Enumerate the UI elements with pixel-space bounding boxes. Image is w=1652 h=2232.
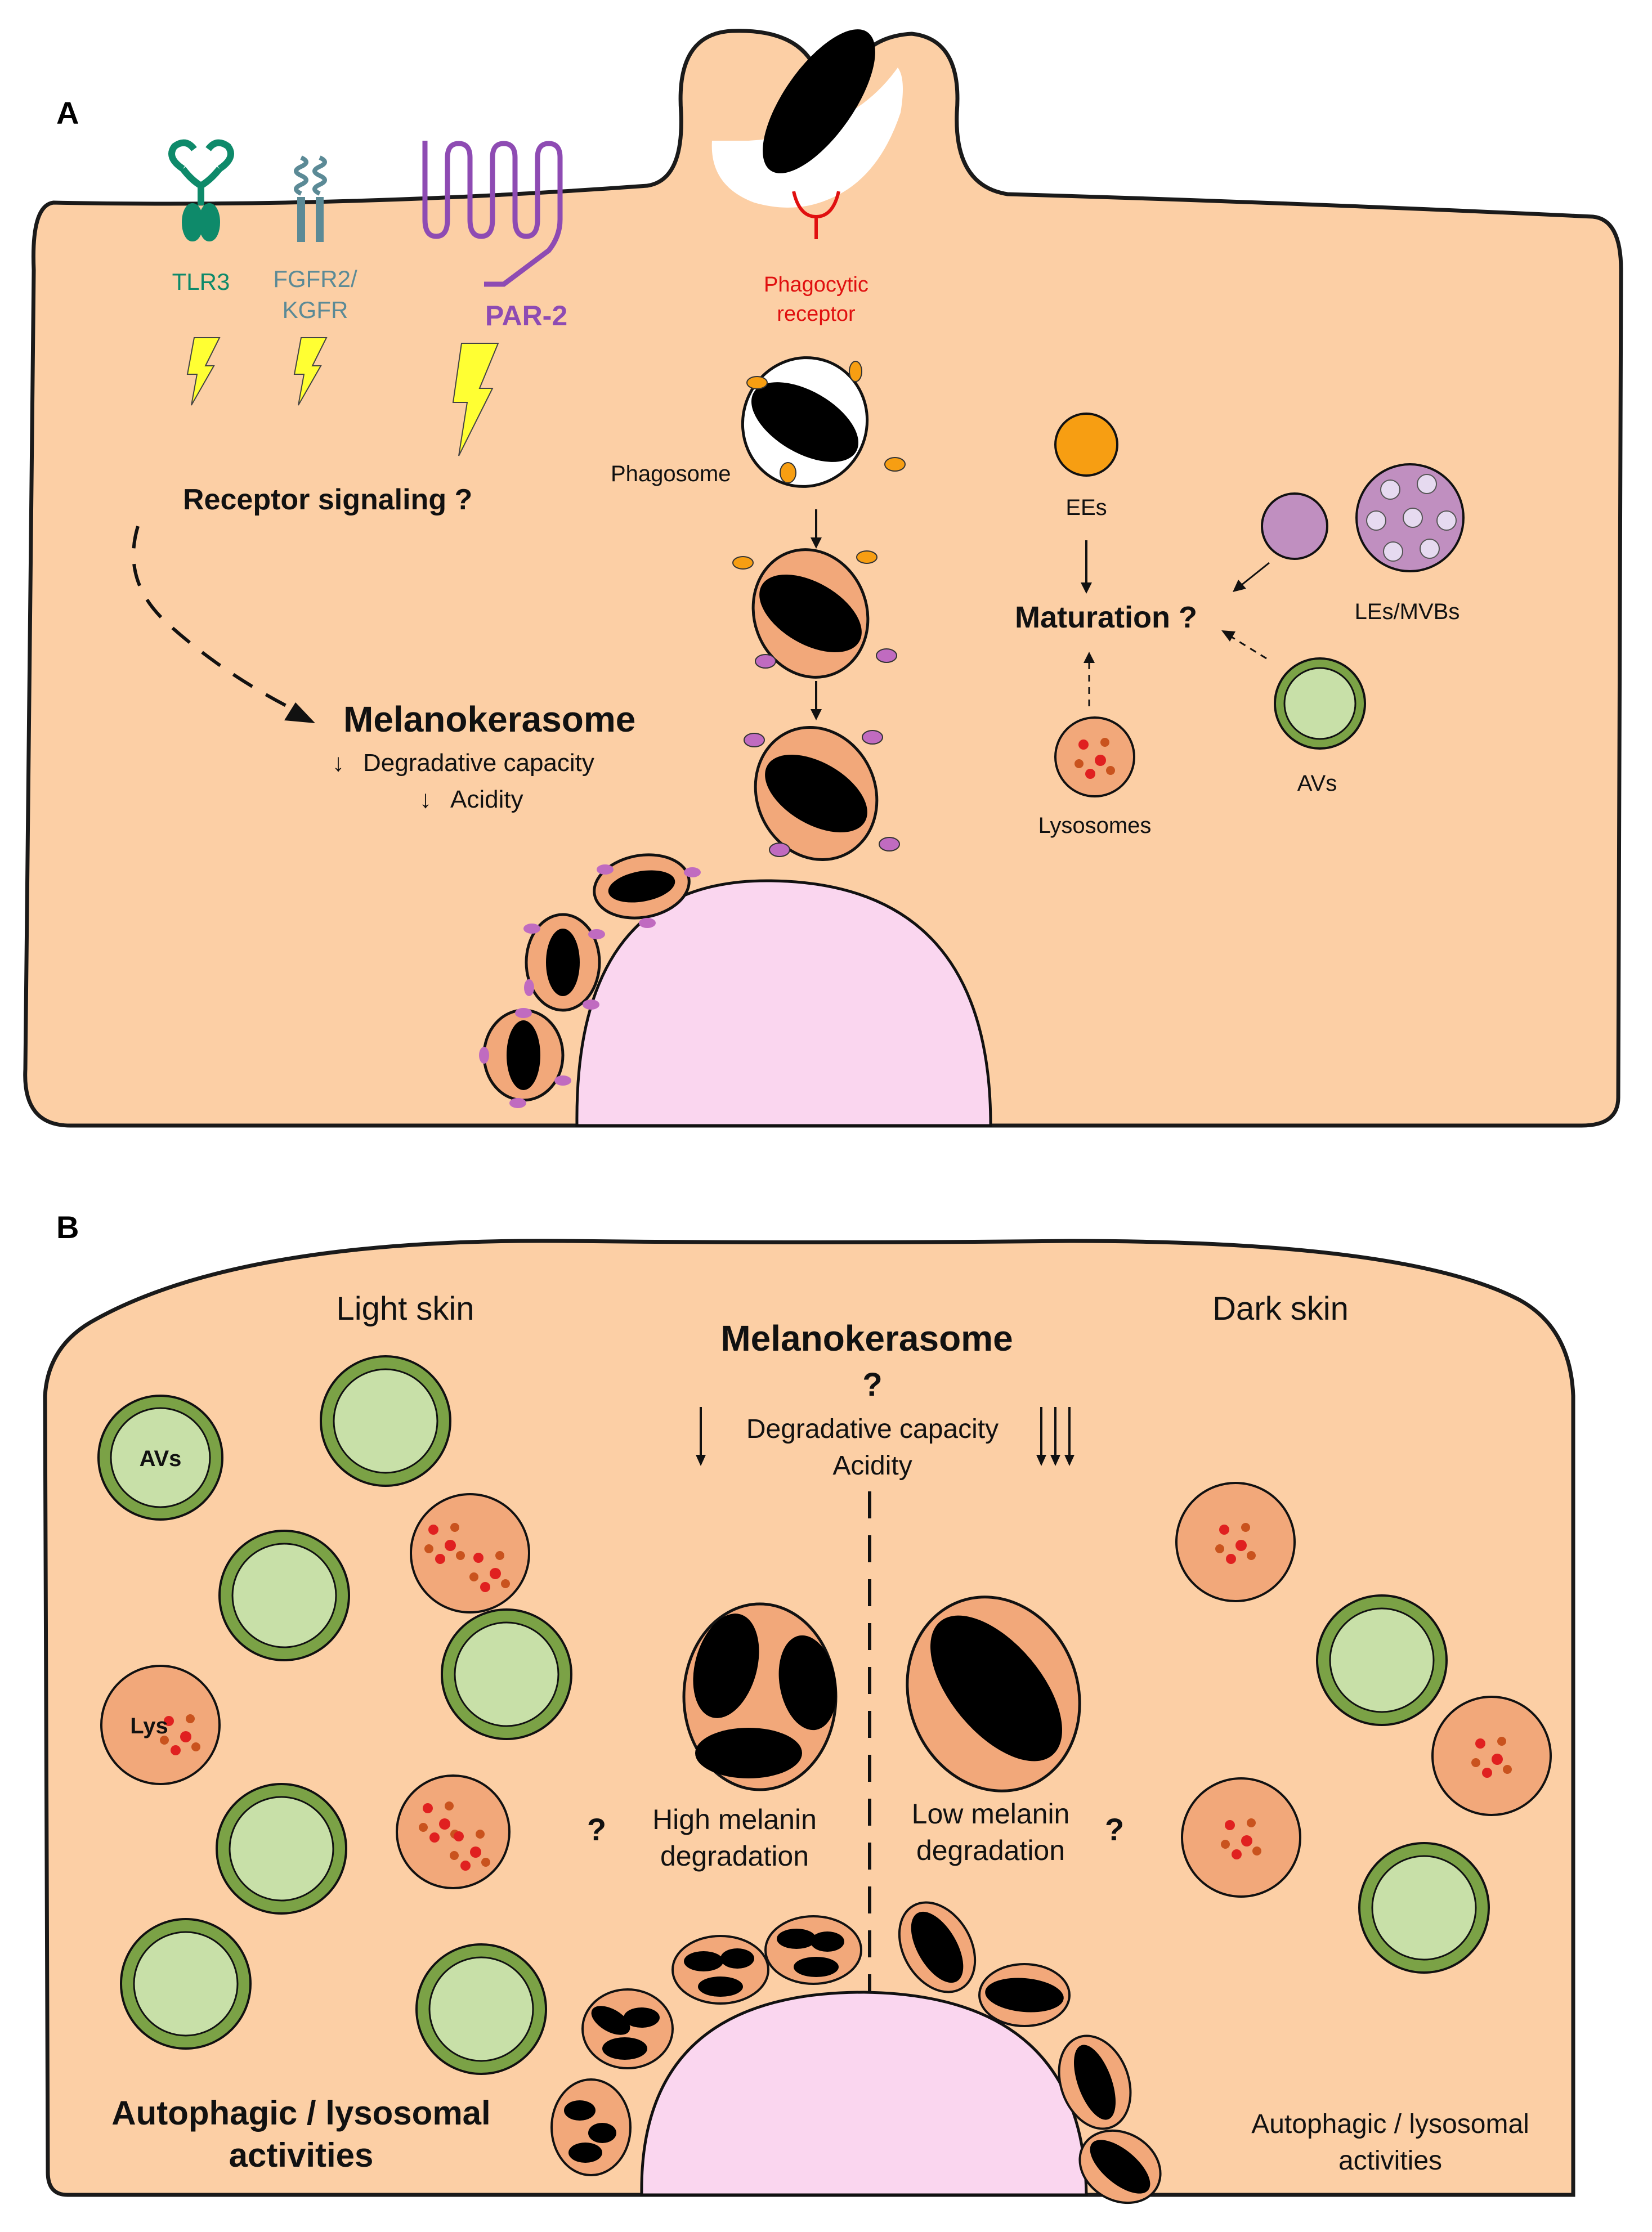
down-arrow-icon: ↓ — [332, 749, 344, 777]
degradative-capacity-label-a: Degradative capacity — [363, 749, 594, 777]
autophagic-vacuole — [97, 1395, 223, 1521]
low-melanin-degradation-2: degradation — [916, 1835, 1065, 1866]
maturation-label: Maturation ? — [1015, 600, 1197, 634]
fgfr2-label-2: KGFR — [283, 297, 348, 323]
perinuclear-melanokerasome — [898, 1901, 977, 1993]
phagocytic-receptor-label-1: Phagocytic — [764, 273, 868, 297]
perinuclear-melanokerasome — [764, 1915, 862, 1985]
melanokerasome-label-a: Melanokerasome — [343, 699, 635, 739]
tlr3-label: TLR3 — [172, 268, 230, 295]
autophagic-vacuole — [415, 1943, 547, 2075]
par2-icon — [422, 141, 563, 287]
low-melanin-degradation-1: Low melanin — [912, 1798, 1070, 1830]
phagocytic-receptor-icon — [792, 191, 840, 239]
perinuclear-melanokerasome — [1078, 2129, 1162, 2204]
lysosome — [396, 1774, 511, 1889]
autophagic-vacuole — [218, 1530, 350, 1661]
autophagic-vacuole — [320, 1355, 451, 1487]
lightning-icon — [186, 337, 221, 406]
multivesicular-body — [1355, 463, 1465, 572]
arrowhead — [1221, 630, 1235, 642]
perinuclear-melanokerasome — [581, 1988, 674, 2069]
lysosome — [1431, 1696, 1552, 1816]
tlr3-icon — [168, 139, 234, 241]
lysosomes-label: Lysosomes — [1038, 813, 1152, 838]
arrowhead — [1081, 582, 1092, 594]
early-endosome — [1054, 413, 1118, 477]
lysosome — [1181, 1777, 1301, 1898]
avs-label-b: AVs — [140, 1446, 182, 1471]
melanokerasome-label-b: Melanokerasome — [720, 1318, 1013, 1359]
autophagic-label-left-2: activities — [229, 2136, 374, 2174]
autophagic-vacuole — [1358, 1842, 1490, 1974]
autophagic-vacuole — [441, 1608, 572, 1740]
lightning-icon — [452, 343, 499, 456]
left-question: ? — [587, 1812, 606, 1847]
arrowheads — [1036, 1455, 1075, 1466]
acidity-label-a: Acidity — [450, 786, 523, 813]
melanokerasome-question: ? — [862, 1366, 882, 1403]
high-melanin-degradation-1: High melanin — [652, 1804, 817, 1835]
autophagic-vacuole — [120, 1918, 252, 2050]
arrowhead — [1233, 580, 1246, 592]
lys-label: Lys — [130, 1714, 168, 1738]
les-mvbs-label: LEs/MVBs — [1355, 599, 1460, 624]
autophagic-vacuole — [1316, 1594, 1448, 1726]
avs-label-a: AVs — [1297, 771, 1337, 796]
panel-a-letter: A — [56, 95, 79, 131]
arrowhead — [811, 537, 822, 549]
phagosome — [741, 356, 906, 488]
autophagic-label-right-1: Autophagic / lysosomal — [1251, 2109, 1529, 2139]
lysosome — [1175, 1482, 1296, 1602]
fgfr2-label-1: FGFR2/ — [273, 266, 357, 292]
autophagic-vacuole — [1274, 657, 1366, 750]
lysosome — [410, 1493, 530, 1614]
arrowhead — [1084, 652, 1095, 663]
strong-decrease-arrows — [1040, 1407, 1071, 1458]
autophagic-label-left-1: Autophagic / lysosomal — [111, 2094, 490, 2132]
light-skin-label: Light skin — [336, 1290, 474, 1327]
perinuclear-melanokerasome — [550, 2078, 632, 2176]
late-phagosome — [744, 726, 900, 861]
perinuclear-melanokerasome — [671, 1935, 769, 2005]
perinuclear-melanokerasome — [479, 1008, 571, 1108]
perinuclear-melanokerasome — [978, 1963, 1071, 2027]
ees-label: EEs — [1065, 495, 1107, 520]
perinuclear-melanokerasome — [523, 913, 605, 1012]
phagocytic-receptor-label-2: receptor — [777, 302, 856, 326]
nucleus-a — [575, 879, 992, 1127]
par2-label: PAR-2 — [485, 300, 567, 331]
melanokerasome-low-degradation — [906, 1595, 1081, 1792]
panel-b-letter: B — [56, 1209, 79, 1245]
late-endosome — [1261, 492, 1328, 560]
dark-skin-label: Dark skin — [1212, 1290, 1349, 1327]
phagosome-label: Phagosome — [611, 461, 731, 486]
arrowhead — [811, 709, 822, 720]
high-melanin-degradation-2: degradation — [660, 1840, 809, 1872]
fgfr2-icon — [294, 155, 327, 242]
signaling-arrowhead — [284, 702, 315, 723]
degradative-capacity-label-b: Degradative capacity — [746, 1414, 999, 1444]
perinuclear-melanokerasome — [593, 853, 701, 928]
down-arrow-icon: ↓ — [419, 786, 432, 813]
acidity-label-b: Acidity — [832, 1451, 912, 1481]
lysosome — [100, 1665, 221, 1785]
arrow-solid — [1241, 562, 1270, 586]
right-question: ? — [1105, 1812, 1124, 1847]
autophagic-vacuole — [216, 1783, 347, 1915]
autophagic-label-right-2: activities — [1338, 2146, 1442, 2176]
maturing-phagosome — [732, 548, 897, 679]
perinuclear-melanokerasome — [1058, 2034, 1132, 2130]
engulfed-melanin — [763, 29, 875, 173]
lightning-icon — [293, 337, 328, 406]
melanokerasome-high-degradation — [682, 1602, 838, 1791]
lysosome — [1054, 716, 1135, 797]
receptor-signaling-label: Receptor signaling ? — [183, 483, 472, 516]
arrowhead — [696, 1455, 706, 1466]
